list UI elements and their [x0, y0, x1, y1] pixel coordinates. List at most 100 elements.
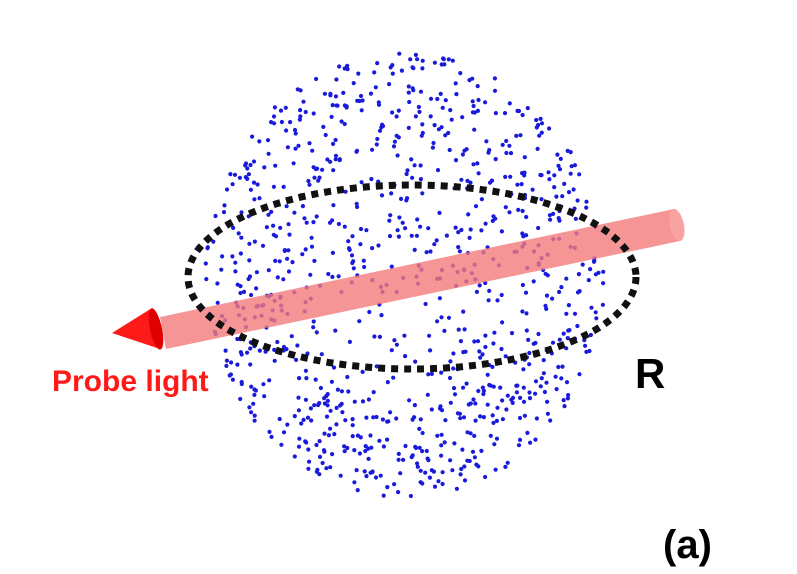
atom-dot: [356, 71, 361, 76]
atom-dot: [548, 217, 553, 222]
atom-dot: [253, 388, 258, 393]
atom-dot: [357, 319, 362, 324]
atom-dot: [504, 150, 509, 156]
atom-dot: [413, 52, 418, 58]
atom-dot: [440, 481, 445, 487]
atom-dot: [374, 142, 379, 147]
atom-dot: [350, 423, 355, 428]
atom-dot: [576, 272, 582, 277]
atom-dot: [462, 478, 468, 483]
atom-dot: [324, 394, 329, 399]
atom-dot: [370, 147, 375, 152]
atom-dot: [398, 471, 403, 476]
atom-dot: [347, 339, 352, 344]
atom-dot: [476, 388, 481, 394]
atom-dot: [410, 65, 415, 70]
atom-dot: [481, 388, 486, 393]
atom-dot: [418, 89, 424, 94]
atom-dot: [248, 187, 253, 192]
atom-dot: [460, 152, 465, 157]
atom-dot: [473, 401, 478, 406]
atom-dot: [381, 493, 386, 498]
atom-dot: [339, 401, 344, 406]
atom-dot: [431, 140, 436, 146]
atom-dot: [387, 218, 392, 223]
atom-dot: [371, 415, 376, 420]
atom-dot: [351, 266, 356, 271]
atom-dot: [292, 210, 297, 215]
atom-dot: [431, 469, 436, 474]
atom-dot: [243, 163, 248, 168]
atom-dot: [440, 470, 445, 475]
atom-dot: [330, 103, 335, 108]
atom-dot: [248, 162, 253, 168]
atom-dot: [338, 473, 343, 478]
atom-dot: [228, 172, 233, 177]
atom-dot: [514, 133, 519, 138]
atom-dot: [453, 225, 458, 230]
atom-dot: [297, 376, 302, 381]
atom-dot: [375, 61, 380, 66]
atom-dot: [458, 416, 463, 421]
atom-dot: [418, 224, 423, 229]
atom-dot: [531, 279, 536, 284]
atom-dot: [247, 405, 252, 410]
atom-dot: [424, 250, 429, 255]
atom-dot: [303, 368, 308, 373]
atom-dot: [286, 222, 291, 227]
atom-dot: [527, 350, 532, 356]
atom-dot: [360, 369, 365, 374]
atom-dot: [306, 466, 311, 471]
atom-dot: [517, 437, 523, 442]
atom-dot: [301, 417, 306, 422]
atom-dot: [559, 376, 564, 381]
atom-dot: [279, 119, 284, 125]
atom-dot: [490, 364, 495, 369]
atom-dot: [481, 391, 486, 397]
atom-dot: [417, 109, 422, 114]
atom-dot: [339, 119, 344, 124]
atom-dot: [371, 390, 376, 395]
atom-dot: [251, 401, 256, 406]
atom-dot: [575, 323, 580, 329]
atom-dot: [292, 454, 297, 459]
atom-dot: [235, 362, 240, 367]
atom-dot: [475, 108, 480, 113]
atom-dot: [432, 123, 437, 128]
atom-dot: [320, 460, 325, 466]
atom-dot: [317, 454, 323, 459]
atom-dot: [577, 172, 582, 177]
atom-dot: [376, 243, 381, 248]
atom-dot: [293, 146, 298, 151]
atom-dot: [304, 440, 309, 445]
atom-dot: [454, 92, 459, 97]
atom-dot: [220, 254, 225, 259]
atom-dot: [350, 434, 355, 439]
atom-dot: [458, 71, 463, 76]
atom-dot: [475, 84, 480, 89]
atom-dot: [456, 245, 461, 250]
atom-dot: [507, 143, 512, 148]
atom-dot: [367, 309, 372, 315]
atom-dot: [346, 239, 351, 244]
atom-dot: [386, 419, 391, 424]
atom-dot: [392, 482, 397, 487]
atom-dot: [478, 355, 483, 360]
atom-dot: [465, 430, 470, 435]
atom-dot: [471, 162, 476, 167]
atom-dot: [345, 63, 350, 68]
atom-dot: [272, 105, 277, 110]
atom-dot: [424, 448, 429, 454]
atom-dot: [542, 389, 548, 395]
atom-dot: [372, 70, 377, 75]
atom-dot: [417, 445, 422, 450]
atom-dot: [550, 340, 556, 345]
atom-dot: [493, 157, 498, 162]
atom-dot: [330, 274, 335, 279]
atom-dot: [342, 444, 347, 449]
atom-dot: [560, 364, 565, 369]
atom-dot: [296, 143, 301, 148]
atom-dot: [321, 124, 326, 129]
atom-dot: [539, 130, 544, 135]
atom-dot: [426, 372, 431, 377]
